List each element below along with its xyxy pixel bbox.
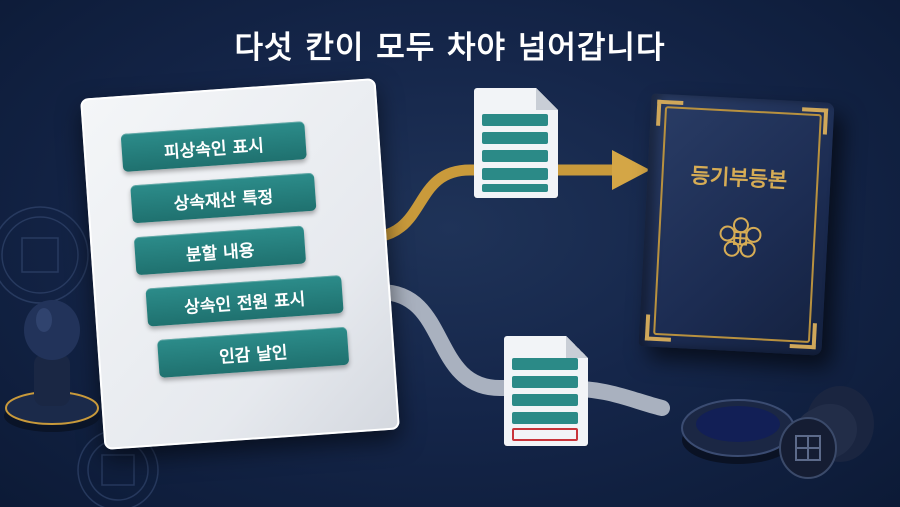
form-field-estate: 상속재산 특정 [130, 172, 317, 224]
form-field-division: 분할 내용 [133, 225, 307, 276]
form-field-seal: 인감 날인 [157, 326, 350, 378]
book-corner-ornament [789, 321, 817, 350]
filled-field-bar [482, 114, 548, 126]
form-field-decedent: 피상속인 표시 [120, 121, 307, 172]
filled-field-bar [512, 376, 578, 388]
filled-field-bar [482, 132, 548, 144]
accepted-arrowhead [612, 150, 650, 190]
book-corner-ornament [656, 99, 684, 128]
accepted-path-arrow [359, 164, 626, 244]
government-emblem-icon [719, 217, 762, 258]
missing-field-bar [512, 428, 578, 441]
book-corner-ornament [800, 107, 829, 135]
complete-document-sheet [474, 88, 558, 198]
page-title: 다섯 칸이 모두 차야 넘어갑니다 [234, 30, 666, 66]
division-agreement-form: 피상속인 표시 상속재산 특정 분할 내용 상속인 전원 표시 인감 날인 [80, 78, 400, 450]
incomplete-document-sheet [504, 336, 588, 446]
filled-field-bar [512, 358, 578, 370]
filled-field-bar [512, 412, 578, 424]
property-register-book: 등기부등본 [638, 93, 835, 356]
round-stamp-icon [779, 386, 874, 479]
rejected-path-ribbon [372, 284, 670, 416]
form-field-heirs: 상속인 전원 표시 [145, 274, 344, 327]
ink-pad-icon [681, 399, 795, 464]
filled-field-bar [482, 150, 548, 162]
filled-field-bar [482, 184, 548, 192]
filled-field-bar [512, 394, 578, 406]
seal-stamp-icon [4, 300, 100, 432]
book-corner-ornament [644, 314, 673, 342]
filled-field-bar [482, 168, 548, 180]
